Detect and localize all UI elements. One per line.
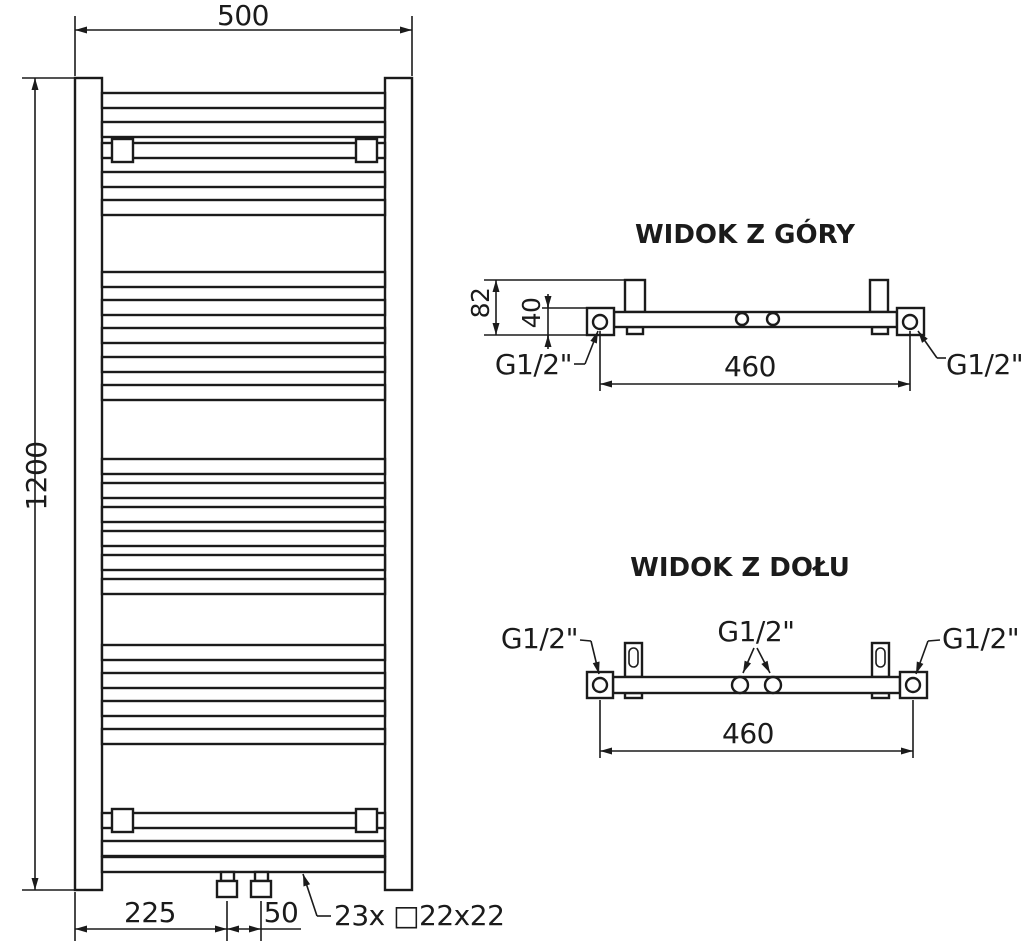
thread-hole-left	[591, 313, 609, 331]
radiator-rung	[100, 383, 387, 402]
radiator-rung	[100, 839, 387, 858]
thread-callout-left: G1/2"	[501, 622, 600, 675]
valve-offset-label: 225	[124, 896, 176, 929]
wall-bracket	[623, 641, 644, 679]
radiator-rung	[100, 481, 387, 500]
radiator-towel-rung	[100, 141, 387, 160]
dimension-axis-spacing-bottom: 460	[599, 700, 914, 758]
top-view-title: WIDOK Z GÓRY	[635, 218, 856, 250]
towel-bar-bracket	[354, 807, 379, 834]
radiator-rung	[100, 727, 387, 746]
radiator-rung	[100, 505, 387, 524]
axis-spacing-label: 460	[722, 717, 774, 750]
thread-callout-right: G1/2"	[917, 330, 1024, 381]
wall-bracket	[870, 641, 891, 679]
end-block-left	[585, 670, 615, 700]
thread-callout-right: G1/2"	[915, 622, 1020, 675]
radiator-rung	[100, 198, 387, 217]
thread-hole-left	[591, 676, 609, 694]
valve-spacing-label: 50	[264, 896, 299, 929]
thread-hole-right	[901, 313, 919, 331]
radiator-rung	[100, 699, 387, 718]
dimension-total-depth: 82	[466, 279, 628, 336]
center-connection	[763, 675, 783, 695]
bottom-valve-left	[215, 870, 239, 899]
radiator-rung	[100, 855, 387, 874]
total-depth-label: 82	[466, 288, 495, 319]
radiator-rung	[100, 457, 387, 476]
radiator-rung	[100, 170, 387, 189]
top-view: WIDOK Z GÓRY 82 40	[466, 218, 1024, 391]
dimension-valve-position: 225 50	[74, 892, 301, 941]
towel-bar-bracket	[110, 137, 135, 164]
thread-label-left: G1/2"	[495, 348, 572, 381]
thread-label-center: G1/2"	[717, 615, 794, 648]
thread-label-left: G1/2"	[501, 622, 578, 655]
end-block-right	[898, 670, 929, 700]
radiator-rung	[100, 529, 387, 548]
height-dimension-label: 1200	[20, 441, 53, 510]
left-collector	[73, 76, 104, 892]
bracket-slot	[628, 647, 639, 668]
width-dimension-label: 500	[217, 0, 269, 32]
axis-spacing-label: 460	[724, 350, 776, 383]
wall-bracket	[868, 278, 890, 314]
radiator-towel-rung	[100, 811, 387, 830]
dimension-width: 500	[74, 0, 413, 76]
thread-label-right: G1/2"	[946, 348, 1023, 381]
center-connection	[765, 311, 781, 327]
bracket-slot	[875, 647, 886, 668]
radiator-rung	[100, 120, 387, 139]
bottom-view: WIDOK Z DOŁU G1/2" G1/2"	[501, 553, 1020, 758]
thread-callout-center: G1/2"	[717, 615, 795, 674]
bottom-valve-right	[249, 870, 273, 899]
radiator-rung	[100, 326, 387, 345]
radiator-rung	[100, 298, 387, 317]
bottom-view-title: WIDOK Z DOŁU	[630, 553, 850, 583]
towel-bar-bracket	[110, 807, 135, 834]
center-connection	[734, 311, 750, 327]
towel-bar-bracket	[354, 137, 379, 164]
thread-label-right: G1/2"	[942, 622, 1019, 655]
radiator-rung	[100, 553, 387, 572]
radiator-rung	[100, 355, 387, 374]
radiator-rung	[100, 643, 387, 662]
right-collector	[383, 76, 414, 892]
collector-bar	[611, 675, 902, 695]
dimension-axis-spacing-top: 460	[599, 331, 911, 391]
radiator-rung	[100, 671, 387, 690]
collector-bar	[612, 310, 899, 329]
tube-spec-label: 23x □22x22	[334, 899, 504, 932]
dimension-collector-depth: 40	[517, 294, 587, 349]
center-connection	[730, 675, 750, 695]
radiator-rung	[100, 91, 387, 110]
tube-spec-callout: 23x □22x22	[302, 873, 505, 932]
thread-hole-right	[904, 676, 922, 694]
dimension-height: 1200	[20, 77, 103, 891]
front-view: 500 1200 225 50 23x □22x22	[20, 0, 505, 941]
radiator-rung	[100, 270, 387, 289]
collector-depth-label: 40	[517, 298, 546, 329]
radiator-rungs	[100, 91, 387, 874]
thread-callout-left: G1/2"	[495, 330, 599, 381]
wall-bracket	[623, 278, 647, 314]
radiator-rung	[100, 577, 387, 596]
